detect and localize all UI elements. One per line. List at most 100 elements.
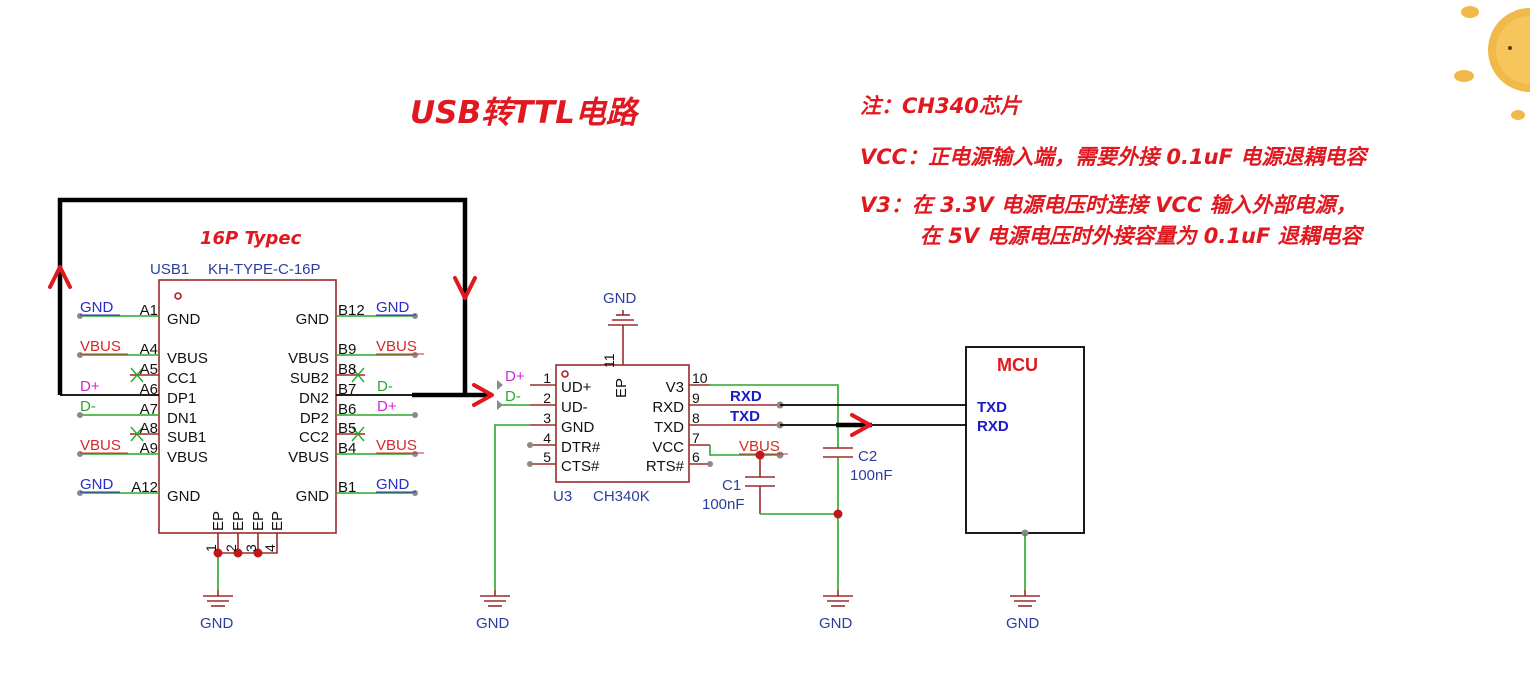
ch340-pin-name: DTR# [561, 439, 601, 456]
usb-net-label: D- [80, 398, 96, 415]
usb-pin-name: DP1 [167, 390, 196, 407]
usb-pin-name: VBUS [288, 350, 329, 367]
ch340-pin-number: 3 [543, 410, 551, 426]
usb-pin-name: GND [167, 311, 201, 328]
note-line-4: 在 5V 电源电压时外接容量为 0.1uF 退耦电容 [920, 224, 1365, 248]
mcu-pin-txd: TXD [977, 399, 1007, 416]
signal-arrow-icon [497, 380, 503, 410]
usb-right-pins: B12GNDGNDB9VBUSVBUSB8SUB2B7DN2D-B6DP2D+B… [288, 299, 424, 505]
ch340-pin-name: TXD [654, 419, 684, 436]
usb-pin-name: DN1 [167, 410, 197, 427]
usb-ep-pin-name: EP [250, 511, 267, 531]
ch340-top-pin-name: EP [613, 378, 630, 398]
ground-icon [608, 310, 638, 326]
usb-net-label: VBUS [80, 437, 121, 454]
mcu-gnd-label: GND [1006, 615, 1040, 632]
ch340-body [555, 364, 690, 483]
mcu-body [965, 346, 1085, 534]
usb-pin-name: DP2 [300, 410, 329, 427]
usb-pin-number: B7 [338, 381, 356, 398]
usb-net-label: VBUS [376, 338, 417, 355]
usb-pin-name: VBUS [167, 449, 208, 466]
ch340-pin-number: 5 [543, 449, 551, 465]
usb-pin-name: CC1 [167, 370, 197, 387]
ground-icon [203, 590, 233, 607]
usb-caption: 16P Typec [200, 228, 302, 249]
ch340-pin-name: CTS# [561, 458, 600, 475]
usb-ep-pin-number: 1 [203, 544, 219, 552]
txd-net-label: TXD [730, 408, 760, 425]
ch340-top-pin-number: 11 [601, 353, 617, 368]
usb-net-label: GND [80, 299, 114, 316]
usb-pin-number: A6 [140, 381, 158, 398]
ch340-gnd-label: GND [476, 615, 510, 632]
usb-ep-pin-number: 3 [243, 544, 259, 552]
usb-pin-name: VBUS [288, 449, 329, 466]
usb-pin-name: VBUS [167, 350, 208, 367]
ch340-pin-number: 1 [543, 370, 551, 386]
signal-wires: RXD TXD VBUS [709, 384, 966, 459]
ground-icon [480, 590, 510, 607]
usb-connector: 16P Typec USB1 KH-TYPE-C-16P [60, 228, 424, 632]
notes-block: 注：CH340芯片 VCC：正电源输入端，需要外接 0.1uF 电源退耦电容 V… [860, 94, 1369, 248]
usb-pin-number: B1 [338, 479, 356, 496]
capacitor-c2: C2 100nF GND [819, 447, 893, 632]
ground-icon [823, 590, 853, 607]
nc-mark-icon [351, 367, 365, 442]
usb-net-label: GND [376, 476, 410, 493]
usb-pin-name: DN2 [299, 390, 329, 407]
capacitor-c1: C1 100nF [702, 450, 838, 515]
usb-net-label: VBUS [80, 338, 121, 355]
ch340-pin-name: RTS# [646, 458, 685, 475]
ch340-pin-number: 8 [692, 410, 700, 426]
ch340-pin-name: UD+ [561, 379, 592, 396]
usb-pin-number: A4 [140, 341, 158, 358]
ch340-pin-number: 2 [543, 390, 551, 406]
c1-designator: C1 [722, 477, 741, 494]
ground-icon [1010, 590, 1040, 607]
rxd-net-label: RXD [730, 388, 762, 405]
note-line-3: V3：在 3.3V 电源电压时连接 VCC 输入外部电源， [860, 193, 1357, 217]
ch340-pin-number: 10 [692, 370, 708, 386]
usb-net-label: D- [377, 378, 393, 395]
ch340-net-label: D- [505, 388, 521, 405]
ch340-pin-number: 4 [543, 430, 551, 446]
usb-ep-pin-name: EP [230, 511, 247, 531]
ch340-chip: U3 CH340K 11 EP GND 1UD+D+2UD-D-3GND4DTR… [476, 290, 713, 632]
usb-pin-number: A8 [140, 420, 158, 437]
ch340-pin-number: 9 [692, 390, 700, 406]
sticker-decoration [1454, 6, 1530, 120]
usb-ep-pin-number: 2 [223, 544, 239, 552]
usb-pin-number: B8 [338, 361, 356, 378]
ch340-pin-name: GND [561, 419, 595, 436]
ch340-pin-number: 6 [692, 449, 700, 465]
ch340-pin-name: RXD [652, 399, 684, 416]
usb-pin-name: SUB2 [290, 370, 329, 387]
diagram-title: USB转TTL电路 [410, 95, 640, 131]
pin1-marker-icon [561, 370, 569, 378]
vcc-net-label: VBUS [739, 438, 780, 455]
pin1-marker-icon [174, 292, 182, 300]
usb-pin-number: A7 [140, 401, 158, 418]
usb-designator: USB1 [150, 261, 189, 278]
usb-net-label: VBUS [376, 437, 417, 454]
mcu-block: MCU TXD RXD GND [965, 346, 1085, 632]
mcu-title: MCU [997, 355, 1038, 375]
usb-pin-number: B9 [338, 341, 356, 358]
ch340-pin-name: V3 [666, 379, 684, 396]
usb-pin-number: A9 [140, 440, 158, 457]
usb-pin-name: SUB1 [167, 429, 206, 446]
usb-part-number: KH-TYPE-C-16P [208, 261, 321, 278]
usb-left-pins: A1GNDGNDA4VBUSVBUSA5CC1A6DP1D+A7DN1D-A8S… [80, 299, 208, 505]
usb-pin-name: GND [296, 311, 330, 328]
usb-net-label: D+ [80, 378, 100, 395]
usb-net-label: D+ [377, 398, 397, 415]
ch340-part-number: CH340K [593, 488, 650, 505]
usb-ep-pin-name: EP [210, 511, 227, 531]
usb-gnd-label: GND [200, 615, 234, 632]
usb-pin-name: GND [296, 488, 330, 505]
loop-wire [48, 197, 494, 407]
